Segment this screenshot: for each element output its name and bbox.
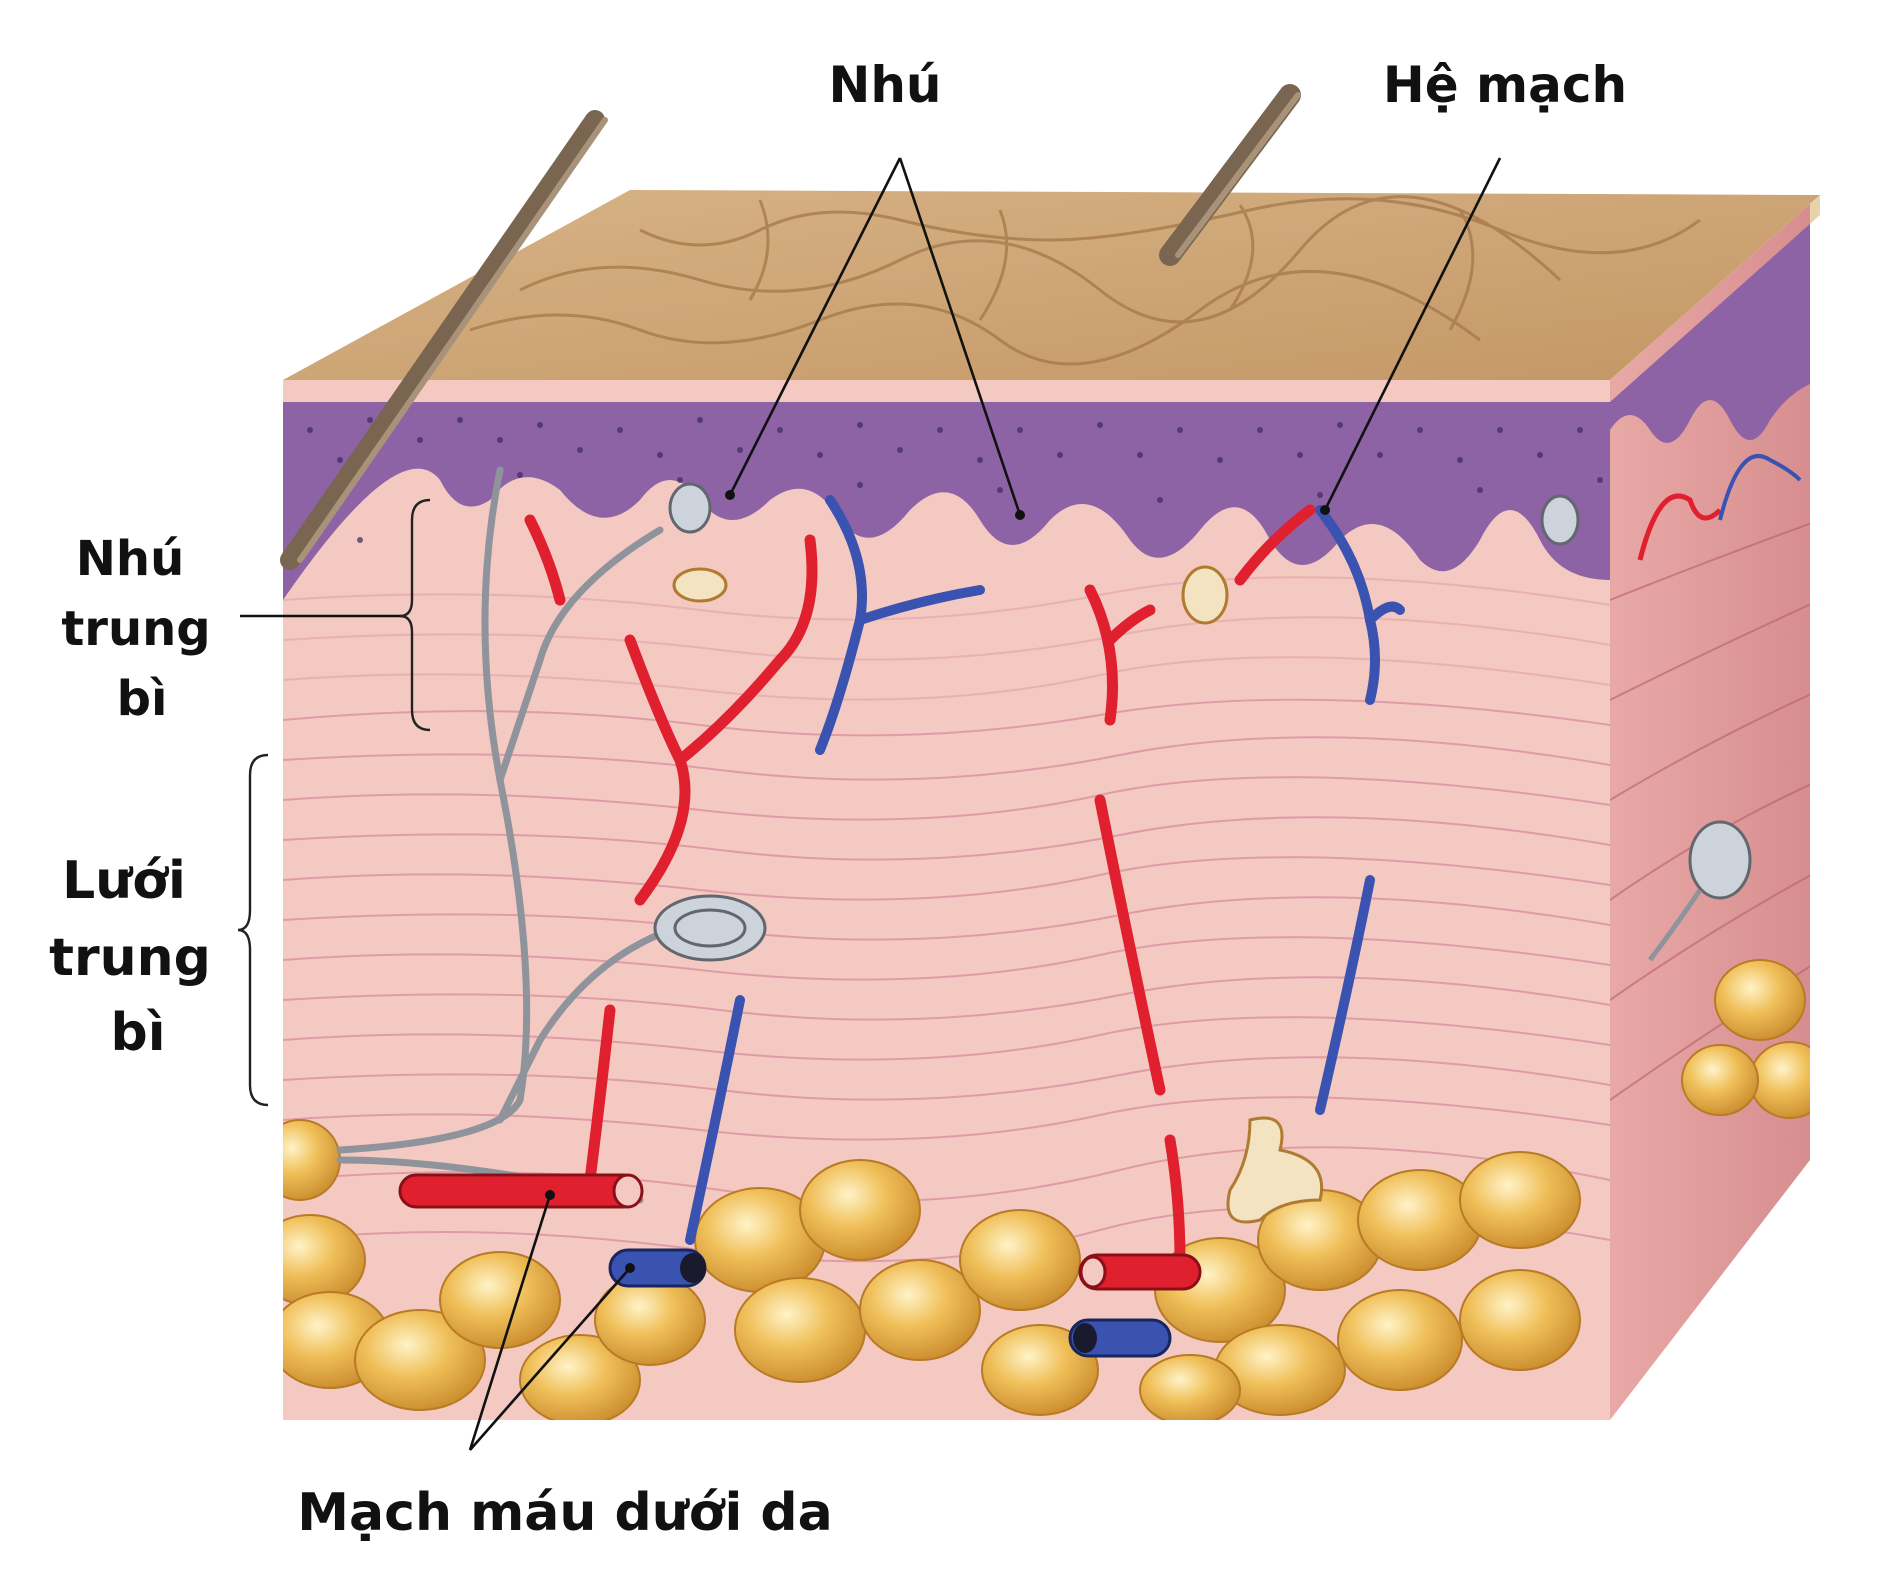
label-reticular-dermis-line-1: Lưới bbox=[62, 851, 186, 911]
veins bbox=[685, 495, 1405, 1245]
label-reticular-dermis-line-2: trung bbox=[49, 928, 211, 988]
side-face bbox=[1610, 195, 1810, 1420]
leader-lines bbox=[240, 157, 1502, 1451]
label-papillae: Nhú bbox=[828, 56, 941, 114]
subcutaneous-vein-left bbox=[608, 1248, 707, 1288]
arteries bbox=[524, 504, 1316, 1266]
subcutaneous-artery-right bbox=[1078, 1253, 1202, 1291]
label-vascular-system: Hệ mạch bbox=[1383, 56, 1627, 114]
label-papillary-dermis-line-2: trung bbox=[61, 601, 210, 657]
label-papillary-dermis-line-3: bì bbox=[117, 671, 168, 727]
hair-shafts bbox=[280, 84, 1301, 570]
bracket-papillary bbox=[399, 498, 431, 732]
label-papillary-dermis: Nhú trung bì bbox=[61, 531, 210, 727]
subcutaneous-vein-right bbox=[1068, 1318, 1172, 1358]
label-subcutaneous-vessels: Mạch máu dưới da bbox=[297, 1483, 832, 1543]
subcutaneous-artery-left bbox=[398, 1173, 644, 1209]
fat-lobules bbox=[283, 1119, 1581, 1420]
epidermis-layer bbox=[283, 402, 1610, 600]
front-face bbox=[283, 380, 1610, 1420]
sensory-receptors bbox=[653, 482, 1580, 962]
label-reticular-dermis: Lưới trung bì bbox=[49, 851, 211, 1063]
label-papillary-dermis-line-1: Nhú bbox=[76, 531, 185, 587]
bracket-reticular bbox=[237, 753, 269, 1107]
dermis-fibers bbox=[283, 576, 1610, 1263]
label-reticular-dermis-line-3: bì bbox=[110, 1003, 165, 1063]
sebaceous-glands bbox=[672, 565, 1324, 1224]
